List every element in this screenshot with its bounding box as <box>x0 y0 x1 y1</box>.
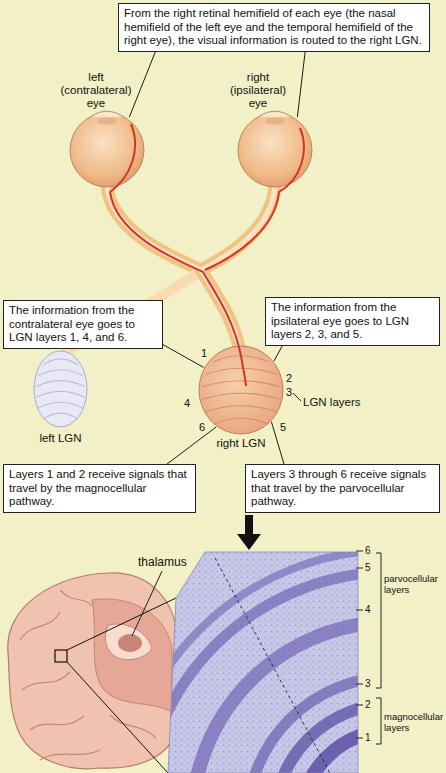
lgn-label: left LGN <box>28 432 93 445</box>
cornea <box>258 111 292 117</box>
lgn-label: right LGN <box>206 437 276 450</box>
layer-number: 6 <box>365 545 371 557</box>
callout-text: Layers 1 and 2 receive signals that trav… <box>9 468 190 509</box>
lgn-layer-line <box>206 406 277 412</box>
eye-shape: left (contralateral) eye <box>68 110 146 188</box>
leader-line <box>129 52 155 118</box>
eye-label: left (contralateral) eye <box>56 71 136 110</box>
layer-number: 5 <box>280 421 286 434</box>
callout-box: Layers 3 through 6 receive signals that … <box>245 464 440 513</box>
zoom-line <box>67 662 168 773</box>
callout-box: The information from the ipsilateral eye… <box>265 297 440 346</box>
flow-arrow <box>237 515 261 550</box>
callout-box: From the right retinal hemifield of each… <box>118 3 430 52</box>
cell-band <box>192 622 446 773</box>
callout-text: From the right retinal hemifield of each… <box>124 7 424 48</box>
lens <box>265 118 285 125</box>
layer-number: 6 <box>199 421 205 434</box>
leader-line <box>274 346 283 362</box>
part-label: LGN layers <box>303 396 361 409</box>
lgn-layer-line <box>36 391 85 397</box>
layer-group-label: parvocellular layers <box>384 574 446 596</box>
zoom-box <box>55 650 67 662</box>
lgn-layer-line <box>202 393 279 399</box>
lgn-layer-line <box>214 356 269 362</box>
tick <box>356 684 363 685</box>
eye-label: right (ipsilateral) eye <box>222 71 294 110</box>
leader-line <box>132 571 162 636</box>
optic-nerve <box>201 186 275 270</box>
layer-number: 2 <box>365 699 371 711</box>
brain-outline <box>8 573 178 769</box>
brain-cut-face <box>92 599 172 712</box>
eye-shape: right (ipsilateral) eye <box>236 110 314 188</box>
callout-box: The information from the contralateral e… <box>3 300 163 349</box>
layer-number: 3 <box>286 386 292 399</box>
zoom-line <box>67 598 176 650</box>
leader-line <box>167 427 216 464</box>
callout-text: The information from the ipsilateral eye… <box>271 301 434 342</box>
eye-drawing <box>68 110 146 188</box>
layer-number: 3 <box>365 678 371 690</box>
micrograph-bands <box>120 550 446 773</box>
micrograph-border <box>168 552 358 773</box>
bracket <box>376 698 381 744</box>
callout-text: The information from the contralateral e… <box>9 304 157 345</box>
layer-number: 4 <box>365 604 371 616</box>
layer-number: 4 <box>184 397 190 410</box>
dashed-line <box>215 558 330 773</box>
eyeball <box>70 113 144 187</box>
tick <box>356 551 363 552</box>
layer-number: 5 <box>365 562 371 574</box>
cell-band <box>120 550 446 773</box>
leader-line <box>297 52 305 118</box>
white-matter <box>105 624 152 660</box>
leader-line <box>293 393 301 401</box>
leader-line <box>163 345 204 368</box>
cell-band <box>247 677 446 773</box>
tick <box>356 568 363 569</box>
tick <box>356 705 363 706</box>
lgn-shape: left LGN <box>33 350 88 428</box>
layer-number: 1 <box>201 347 207 360</box>
cell-band <box>300 730 446 773</box>
lgn-layer-line <box>43 359 78 365</box>
lgn-shape: right LGN <box>198 345 284 435</box>
optic-nerve <box>107 186 201 270</box>
lgn-layer-line <box>38 402 83 408</box>
thalamus-shape <box>118 634 142 652</box>
callout-box: Layers 1 and 2 receive signals that trav… <box>3 464 196 513</box>
lens <box>97 118 117 125</box>
brain-gyri <box>20 590 156 760</box>
tick <box>356 738 363 739</box>
callout-text: Layers 3 through 6 receive signals that … <box>251 468 434 509</box>
lgn-drawing <box>33 350 88 428</box>
lgn-layer-line <box>214 418 269 424</box>
eyeball <box>238 113 312 187</box>
layer-number: 2 <box>286 372 292 385</box>
lgn-layer-line <box>43 413 78 419</box>
layer-number: 1 <box>365 732 371 744</box>
tick <box>356 610 363 611</box>
lgn-body <box>199 346 283 434</box>
part-label: thalamus <box>138 556 187 570</box>
cell-band <box>142 572 446 773</box>
cornea <box>90 111 124 117</box>
lgn-layer-line <box>206 368 277 374</box>
layer-ticks <box>356 551 363 738</box>
layer-group-label: magnocellular layers <box>384 712 446 734</box>
lgn-layer-line <box>36 381 85 387</box>
lgn-layer-line <box>38 370 83 376</box>
lgn-body <box>34 351 87 427</box>
eye-drawing <box>236 110 314 188</box>
lgn-layer-line <box>202 381 279 387</box>
bracket <box>376 553 381 688</box>
micrograph <box>120 548 446 773</box>
lgn-drawing <box>198 345 284 435</box>
